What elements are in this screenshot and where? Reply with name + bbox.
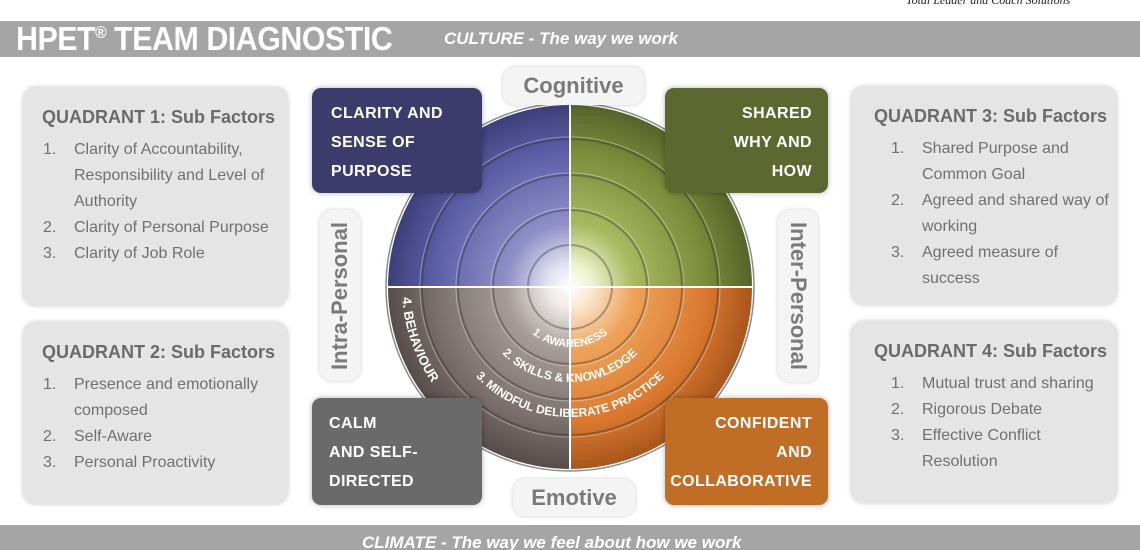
list-number: 1. <box>891 140 905 157</box>
list-text: Rigorous Debate <box>922 401 1043 418</box>
inter-personal-label: Inter-Personal <box>786 222 811 370</box>
list-text: Effective Conflict Resolution <box>922 427 1041 470</box>
intra-personal-pill: Intra-Personal <box>320 210 360 381</box>
climate-label: CLIMATE - The way we feel about how we w… <box>362 533 742 550</box>
list-number: 3. <box>43 454 57 471</box>
list-text: Clarity of Accountability, Responsibilit… <box>74 141 265 210</box>
climate-banner: CLIMATE - The way we feel about how we w… <box>0 525 1140 550</box>
quadrant-1-segment <box>388 105 570 287</box>
list-text: Self-Aware <box>74 428 152 445</box>
box-line: SHARED <box>742 105 812 122</box>
list-text: Agreed measure of success <box>922 244 1059 287</box>
quadrant-2-title: QUADRANT 2: Sub Factors <box>42 342 276 362</box>
box-line: SENSE OF <box>331 134 416 151</box>
list-text: Clarity of Job Role <box>74 245 205 262</box>
list-number: 3. <box>43 245 57 262</box>
box-line: WHY AND <box>733 134 812 151</box>
quadrant-3-panel: QUADRANT 3: Sub Factors 1. Shared Purpose… <box>851 86 1117 305</box>
quadrant-2-list: 1. Presence and emotionally composed 2. Se… <box>42 372 272 476</box>
quadrant-4-panel: QUADRANT 4: Sub Factors 1. Mutual trust a… <box>851 321 1117 503</box>
list-item: 2. Rigorous Debate <box>890 397 1120 423</box>
list-text: Personal Proactivity <box>74 454 216 471</box>
list-item: 1. Mutual trust and sharing <box>890 371 1120 397</box>
list-number: 2. <box>43 428 57 445</box>
list-number: 3. <box>891 427 905 444</box>
box-line: AND SELF- <box>329 444 418 461</box>
registered-mark: ® <box>95 23 107 42</box>
quadrant-3-segment <box>570 105 752 287</box>
list-item: 1. Presence and emotionally composed <box>42 372 272 424</box>
quadrant-3-list: 1. Shared Purpose and Common Goal 2. Agree… <box>890 136 1120 292</box>
list-item: 3. Effective Conflict Resolution <box>890 423 1120 475</box>
list-text: Clarity of Personal Purpose <box>74 219 269 236</box>
title-rest: TEAM DIAGNOSTIC <box>106 20 393 57</box>
box-line: CLARITY AND <box>331 105 443 122</box>
quadrant-1-title: QUADRANT 1: Sub Factors <box>42 107 276 127</box>
page-title: HPET® TEAM DIAGNOSTIC <box>16 20 393 63</box>
list-number: 2. <box>43 219 57 236</box>
quadrant-2-panel: QUADRANT 2: Sub Factors 1. Presence and e… <box>23 322 288 504</box>
box-line: HOW <box>771 163 812 180</box>
title-main: HPET <box>16 20 96 57</box>
list-item: 3. Agreed measure of success <box>890 240 1120 292</box>
list-number: 1. <box>891 375 905 392</box>
culture-banner: HPET® TEAM DIAGNOSTIC CULTURE - The way … <box>0 21 1140 57</box>
quadrant-4-title: QUADRANT 4: Sub Factors <box>874 341 1108 361</box>
box-line: CONFIDENT <box>715 415 812 432</box>
list-item: 3. Personal Proactivity <box>42 450 272 476</box>
list-text: Mutual trust and sharing <box>922 375 1094 392</box>
list-number: 1. <box>43 141 57 158</box>
list-item: 3. Clarity of Job Role <box>42 241 272 267</box>
list-number: 3. <box>891 244 905 261</box>
quadrant-3-box: SHARED WHY AND HOW <box>665 88 828 193</box>
quadrant-4-box: CONFIDENT AND COLLABORATIVE <box>665 398 828 505</box>
list-item: 2. Self-Aware <box>42 424 272 450</box>
list-text: Shared Purpose and Common Goal <box>922 140 1069 183</box>
quadrant-2-box: CALM AND SELF- DIRECTED <box>312 398 482 505</box>
cognitive-label: Cognitive <box>503 67 644 105</box>
list-item: 2. Clarity of Personal Purpose <box>42 215 272 241</box>
quadrant-1-list: 1. Clarity of Accountability, Responsibil… <box>42 137 272 267</box>
intra-personal-label: Intra-Personal <box>327 221 352 370</box>
emotive-label: Emotive <box>513 479 635 516</box>
list-number: 1. <box>43 376 57 393</box>
list-number: 2. <box>891 192 905 209</box>
box-line: AND <box>776 444 812 461</box>
box-line: DIRECTED <box>329 473 414 490</box>
list-text: Agreed and shared way of working <box>922 192 1109 235</box>
list-item: 1. Shared Purpose and Common Goal <box>890 136 1120 188</box>
quadrant-3-title: QUADRANT 3: Sub Factors <box>874 106 1108 126</box>
list-item: 2. Agreed and shared way of working <box>890 188 1120 240</box>
quadrant-1-panel: QUADRANT 1: Sub Factors 1. Clarity of Acc… <box>23 87 288 306</box>
list-item: 1. Clarity of Accountability, Responsibil… <box>42 137 272 215</box>
box-line: PURPOSE <box>331 163 413 180</box>
quadrant-1-box: CLARITY AND SENSE OF PURPOSE <box>312 88 482 193</box>
box-line: COLLABORATIVE <box>670 473 812 490</box>
quadrant-2-segment <box>388 287 570 469</box>
quadrant-4-list: 1. Mutual trust and sharing 2. Rigorous De… <box>890 371 1120 475</box>
list-text: Presence and emotionally composed <box>74 376 259 419</box>
inter-personal-pill: Inter-Personal <box>778 210 818 382</box>
box-line: CALM <box>329 415 377 432</box>
list-number: 2. <box>891 401 905 418</box>
culture-label: CULTURE - The way we work <box>444 29 678 48</box>
quadrant-4-segment <box>570 287 752 469</box>
tagline: Total Leader and Coach Solutions <box>906 0 1071 7</box>
